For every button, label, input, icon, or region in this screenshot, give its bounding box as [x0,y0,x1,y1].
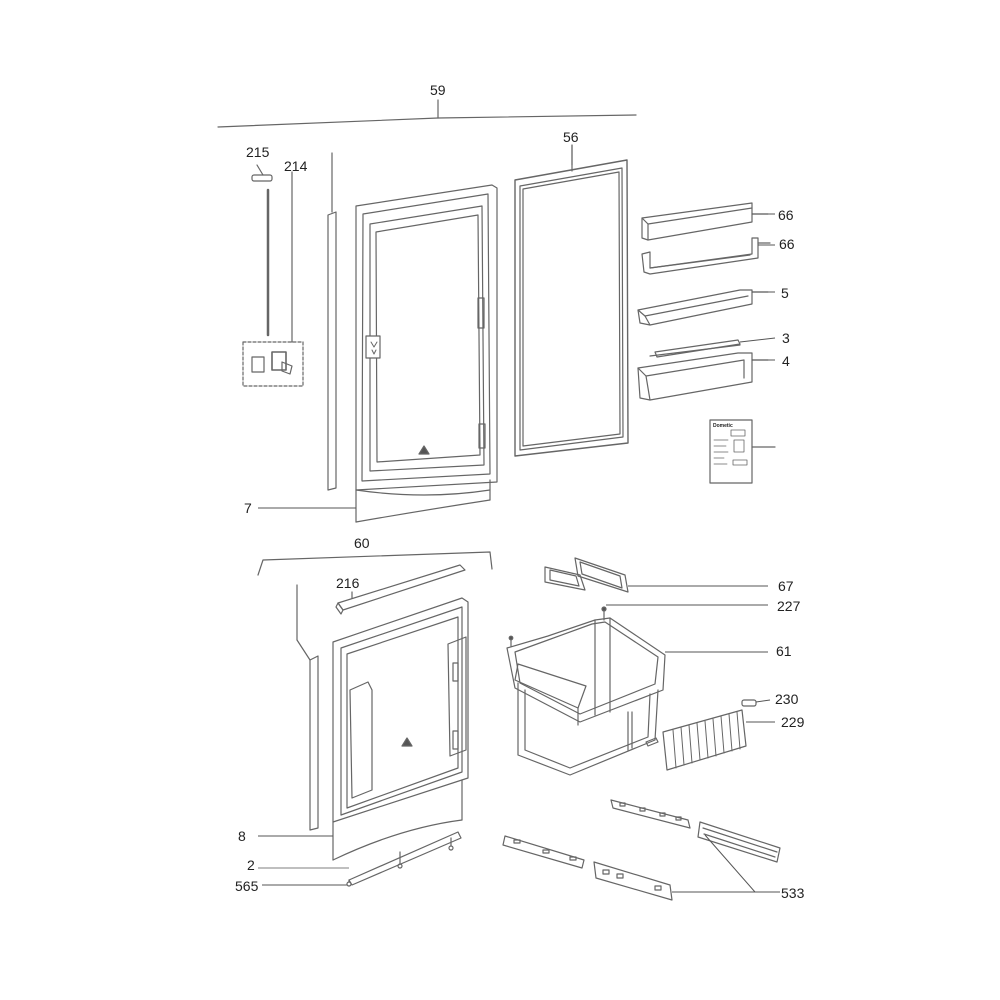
leader-lines [258,145,780,893]
callout-56: 56 [563,129,579,145]
spring-230 [741,699,757,707]
upper-door-panel-part [355,184,498,523]
crisper-lid-67 [544,557,629,593]
manual-brand-text: Dometic [713,423,733,429]
callout-5: 5 [781,285,789,301]
callout-227: 227 [777,598,801,614]
screw-565 [346,879,352,887]
callout-66-lower: 66 [779,236,795,252]
lower-door-panel-part [332,597,469,861]
hinge-cover-216 [335,564,466,615]
slide-rail-533d [593,861,673,901]
crisper-drawer-61 [506,617,666,776]
door-shelf-4 [637,344,769,401]
callout-533: 533 [781,885,805,901]
callout-61: 61 [776,643,792,659]
callout-565: 565 [235,878,259,894]
door-seal-frame-part [514,144,629,457]
door-shelf-5 [637,289,769,326]
callout-229: 229 [781,714,805,730]
callout-4: 4 [782,353,790,369]
slide-rail-533a [610,799,691,829]
callout-230: 230 [775,691,799,707]
callout-215: 215 [246,144,270,160]
hinge-pin-part [251,164,293,343]
lower-door-strip-part [296,584,319,831]
callout-216: 216 [336,575,360,591]
callout-7: 7 [244,500,252,516]
callout-67: 67 [778,578,794,594]
slide-rail-533c [502,835,585,869]
bottom-trim-2 [348,831,462,886]
callout-66-upper: 66 [778,207,794,223]
slide-rail-533b [697,821,781,863]
door-shelf-66a [641,202,769,241]
rack-229 [662,709,747,771]
group-60-bracket [257,551,493,576]
callout-60: 60 [354,535,370,551]
door-shelf-66b [641,237,771,275]
callout-2: 2 [247,857,255,873]
upper-door-strip-part [327,152,337,491]
hinge-bracket-part [242,341,304,387]
screw-227 [601,606,607,621]
callout-59: 59 [430,82,446,98]
callout-8: 8 [238,828,246,844]
user-manual-part [709,419,776,484]
callout-3: 3 [782,330,790,346]
callout-214: 214 [284,158,308,174]
group-59-bracket [217,99,637,128]
